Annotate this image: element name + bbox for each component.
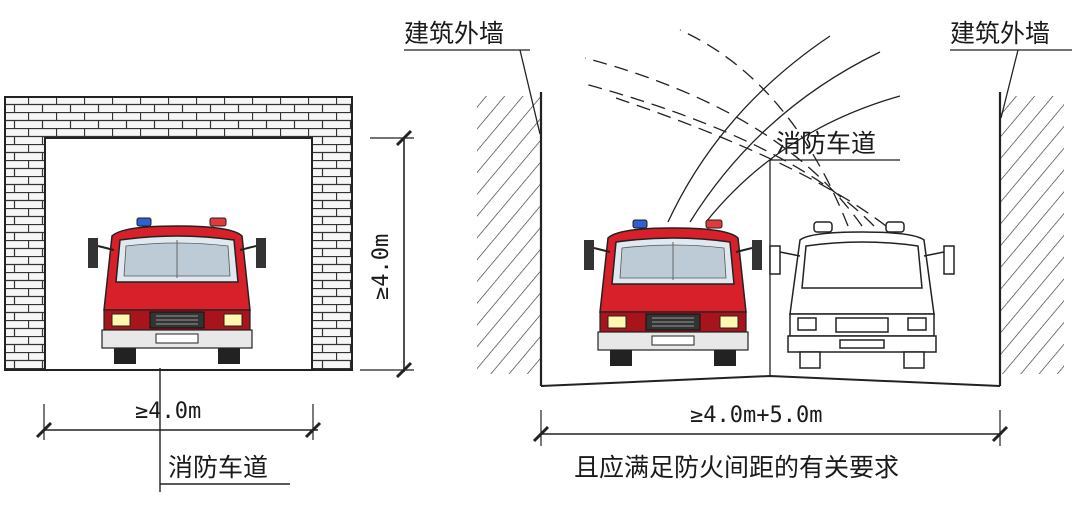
fire-truck-red-left [87, 217, 267, 365]
width-dimension-right: ≥4.0m+5.0m [532, 403, 1009, 446]
width-dimension-right-label: ≥4.0m+5.0m [690, 403, 822, 428]
wall-label-right: 建筑外墙 [950, 19, 1050, 48]
fire-truck-outline [769, 221, 955, 369]
building-wall-left [477, 96, 541, 374]
road-surface [540, 374, 1001, 387]
fire-truck-red-right [583, 219, 763, 367]
wall-label-left: 建筑外墙 [404, 19, 504, 48]
right-figure: 消防车道 [404, 19, 1072, 482]
width-dimension-left: ≥4.0m [35, 399, 322, 440]
fire-separation-note: 且应满足防火间距的有关要求 [574, 453, 899, 482]
height-dimension: ≥4.0m [360, 129, 414, 379]
width-dimension-left-label: ≥4.0m [135, 399, 201, 424]
left-figure: ≥4.0m ≥4.0m 消防车道 [4, 96, 414, 492]
building-wall-right [1000, 96, 1064, 374]
height-dimension-label: ≥4.0m [369, 234, 394, 300]
water-spray [584, 29, 901, 227]
road-label-left: 消防车道 [168, 453, 268, 482]
